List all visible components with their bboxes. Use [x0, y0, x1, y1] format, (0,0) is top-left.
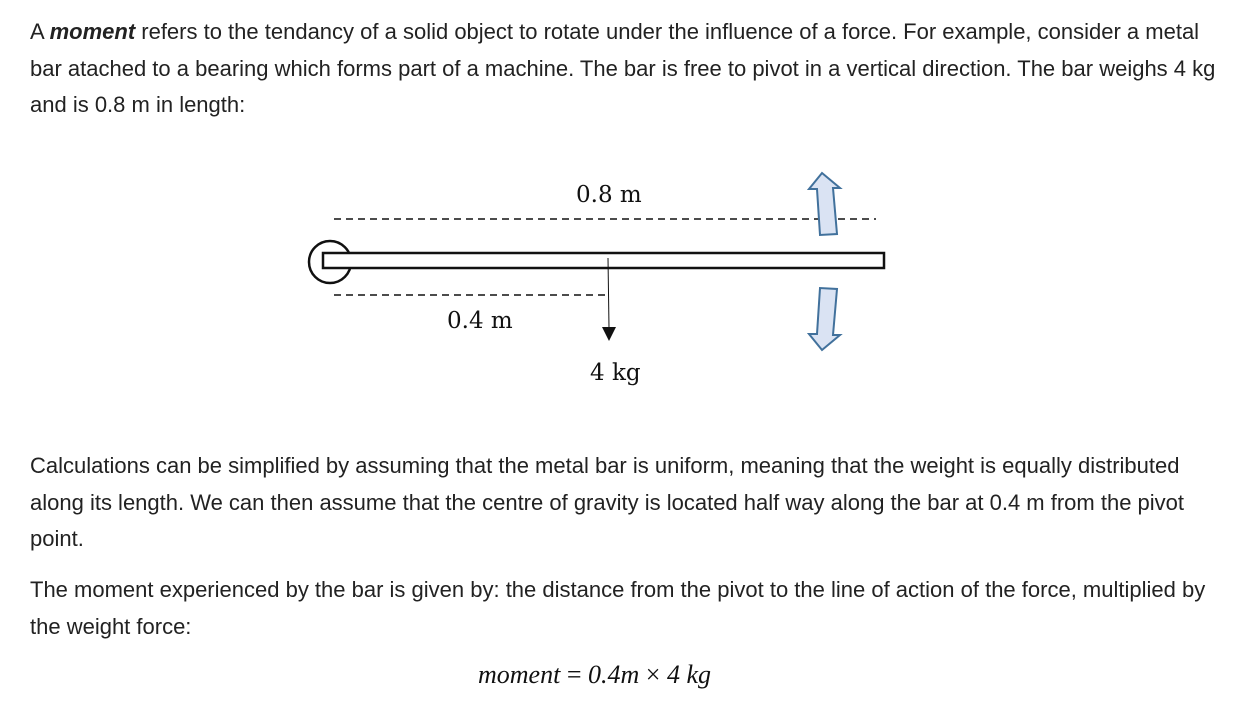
half-length-label: 0.4 m: [447, 308, 513, 334]
metal-bar: [321, 251, 886, 270]
length-label: 0.8 m: [576, 182, 642, 208]
equation-distance: 0.4m: [588, 660, 640, 689]
intro-prefix: A: [30, 19, 50, 44]
intro-text: refers to the tendancy of a solid object…: [30, 19, 1216, 117]
up-arrow-icon: [806, 171, 843, 237]
equation-times: ×: [639, 660, 667, 689]
moment-definition-paragraph: The moment experienced by the bar is giv…: [30, 577, 1206, 639]
intro-paragraph: A moment refers to the tendancy of a sol…: [30, 14, 1230, 124]
moment-term: moment: [49, 19, 136, 44]
weight-force-line: [607, 257, 610, 329]
uniform-bar-paragraph: Calculations can be simplified by assumi…: [30, 453, 1185, 551]
equation-weight: 4 kg: [666, 660, 711, 689]
equation-equals: =: [560, 660, 588, 689]
weight-arrow-head: [602, 327, 616, 341]
equation-lhs: moment: [478, 660, 561, 689]
weight-label: 4 kg: [590, 360, 641, 386]
down-arrow-icon: [806, 286, 843, 352]
moment-equation: moment = 0.4m × 4 kg: [478, 660, 711, 690]
